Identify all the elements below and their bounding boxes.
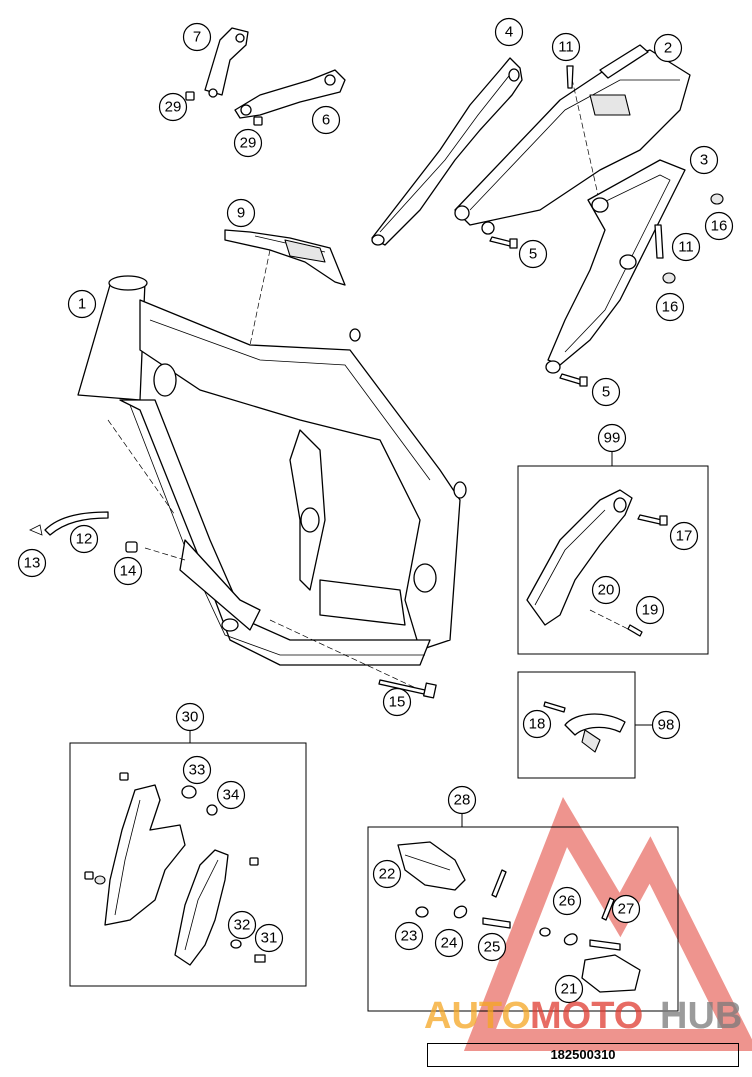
callout-99: 99 [597,423,627,453]
callout-99-label: 99 [604,430,621,447]
main-frame-drawing [29,249,467,699]
callout-98-label: 98 [658,717,675,734]
callout-20: 20 [591,575,621,605]
callout-14-label: 14 [120,563,137,580]
callout-15: 15 [382,687,412,717]
callout-9-label: 9 [237,205,245,222]
callout-2-label: 2 [664,40,672,57]
callout-5a: 5 [518,239,548,269]
callout-23-label: 23 [401,928,418,945]
callout-1: 1 [67,289,97,319]
callout-24: 24 [434,928,464,958]
callout-26: 26 [552,886,582,916]
callout-31-label: 31 [261,930,278,947]
callout-25: 25 [477,932,507,962]
callout-7-label: 7 [193,29,201,46]
document-number: 182500310 [427,1043,739,1067]
callout-21-label: 21 [561,981,578,998]
callout-11a-label: 11 [558,39,574,56]
callout-23: 23 [394,921,424,951]
callout-13: 13 [17,548,47,578]
callout-26-label: 26 [559,893,576,910]
callout-30: 30 [175,702,205,732]
callout-98: 98 [651,710,681,740]
callout-11b: 11 [671,232,701,262]
callout-group: 7 29 6 29 4 11 2 3 16 11 16 5 5 9 1 12 1… [17,17,734,1004]
callout-13-label: 13 [24,555,41,572]
callout-16b-label: 16 [662,299,679,316]
bracket-6-7-drawing [185,27,346,126]
assembly-99-box [517,452,709,655]
callout-28-label: 28 [454,792,471,809]
callout-15-label: 15 [389,694,406,711]
callout-5b-label: 5 [602,384,610,401]
subframe-drawing [454,44,691,249]
assembly-30-box [69,731,307,987]
callout-18-label: 18 [529,716,546,733]
bracket-4-drawing [371,57,523,246]
callout-11a: 11 [551,32,581,62]
watermark-moto: MOTO [530,995,643,1037]
callout-29a: 29 [158,92,188,122]
watermark-wordmark: AUTO MOTO HUB [424,995,742,1037]
callout-18: 18 [522,709,552,739]
callout-22-label: 22 [379,866,396,883]
callout-17-label: 17 [676,528,693,545]
callout-7: 7 [182,22,212,52]
callout-5a-label: 5 [529,246,537,263]
callout-14: 14 [113,556,143,586]
callout-24-label: 24 [441,935,458,952]
callout-5b: 5 [591,377,621,407]
callout-30-label: 30 [182,709,199,726]
callout-12-label: 12 [76,531,93,548]
callout-33-label: 33 [189,762,206,779]
assembly-28-box [367,813,679,1012]
callout-29b-label: 29 [240,135,257,152]
callout-27: 27 [611,894,641,924]
callout-29a-label: 29 [165,99,182,116]
watermark-logo [463,796,752,1051]
watermark-hub: HUB [660,995,742,1037]
callout-32-label: 32 [234,917,251,934]
callout-17: 17 [669,521,699,551]
callout-20-label: 20 [598,582,615,599]
callout-3: 3 [689,145,719,175]
callout-4: 4 [494,17,524,47]
callout-22: 22 [372,859,402,889]
callout-19: 19 [635,595,665,625]
watermark-auto: AUTO [424,995,531,1037]
callout-12: 12 [69,524,99,554]
callout-21: 21 [554,974,584,1004]
assembly-98-box [517,671,652,779]
callout-3-label: 3 [700,152,708,169]
callout-31: 31 [254,923,284,953]
callout-34: 34 [216,780,246,810]
callout-28: 28 [447,785,477,815]
callout-6: 6 [311,105,341,135]
callout-25-label: 25 [484,939,501,956]
callout-6-label: 6 [322,112,330,129]
callout-29b: 29 [233,128,263,158]
callout-1-label: 1 [78,296,86,313]
callout-32: 32 [227,910,257,940]
callout-16a: 16 [704,211,734,241]
callout-9: 9 [226,198,256,228]
callout-19-label: 19 [642,602,659,619]
callout-4-label: 4 [505,24,513,41]
part-9-drawing [224,229,346,286]
subframe-side-drawing [545,159,724,387]
callout-2: 2 [653,33,683,63]
callout-27-label: 27 [618,901,635,918]
callout-11b-label: 11 [678,239,694,256]
callout-33: 33 [182,755,212,785]
callout-16b: 16 [655,292,685,322]
callout-16a-label: 16 [711,218,728,235]
callout-34-label: 34 [223,787,240,804]
